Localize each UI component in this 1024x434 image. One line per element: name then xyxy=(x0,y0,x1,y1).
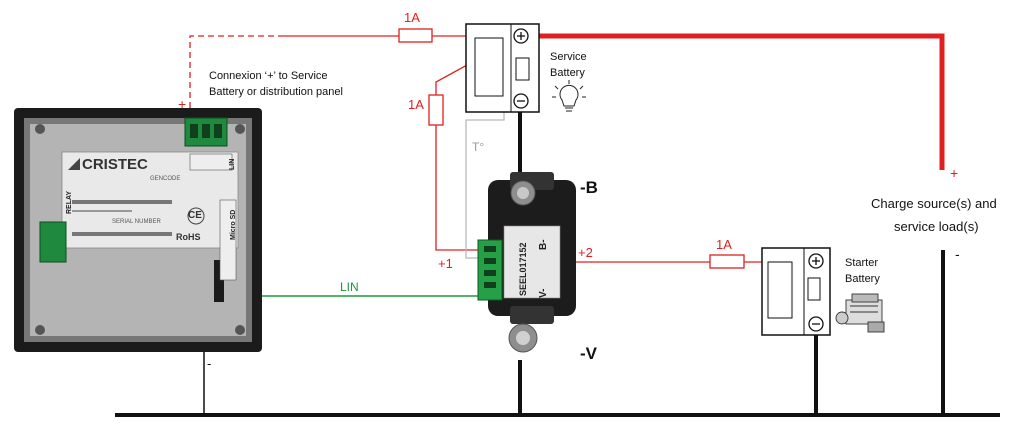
device-brand: CRISTEC xyxy=(82,156,148,173)
device-serial: SERIAL NUMBER xyxy=(112,219,161,225)
panel-positive-dashed-wire xyxy=(189,35,280,128)
fuse-left-label: 1A xyxy=(408,97,424,112)
charge-plus-sign: + xyxy=(950,165,959,181)
cristec-device xyxy=(14,108,262,352)
fuse-starter xyxy=(709,254,745,269)
device-lin: LIN xyxy=(229,158,236,170)
plus-one-wire-lower xyxy=(435,124,490,251)
shunt-device xyxy=(477,172,576,353)
shunt-model: SEEL017152 xyxy=(518,242,528,296)
service-battery-label-line2: Battery xyxy=(550,67,585,79)
plus-one-label: +1 xyxy=(438,256,453,271)
fuse-starter-label: 1A xyxy=(716,237,732,252)
charge-label-line1: Charge source(s) and xyxy=(871,196,997,211)
connexion-label-line2: Battery or distribution panel xyxy=(209,86,343,98)
service-battery-label-line1: Service xyxy=(550,51,587,63)
panel-plus-sign: + xyxy=(178,96,187,112)
engine-icon xyxy=(835,293,885,333)
charge-minus-sign: - xyxy=(955,246,960,262)
shunt-minus-v: V- xyxy=(538,288,549,298)
lin-label: LIN xyxy=(340,280,359,294)
light-bulb-icon xyxy=(552,80,586,112)
shunt-minus-b: B- xyxy=(538,239,549,250)
plus-two-label: +2 xyxy=(578,245,593,260)
service-battery xyxy=(465,23,540,113)
device-ce: CE xyxy=(188,210,202,221)
panel-minus-sign: - xyxy=(207,356,212,371)
fuse-top xyxy=(398,28,433,43)
device-gencode: GENCODE xyxy=(150,176,181,182)
terminal-b-label: -B xyxy=(580,178,598,197)
fuse-left xyxy=(428,94,444,126)
starter-battery-label-line2: Battery xyxy=(845,273,880,285)
device-rohs: RoHS xyxy=(176,232,201,242)
fuse-top-label: 1A xyxy=(404,10,420,25)
device-relay: RELAY xyxy=(66,190,73,214)
temp-label: T° xyxy=(472,140,485,154)
connexion-label-line1: Connexion ‘+’ to Service xyxy=(209,70,328,82)
starter-battery xyxy=(761,247,831,336)
charge-positive-wire xyxy=(520,33,945,170)
starter-battery-label-line1: Starter xyxy=(845,257,879,269)
terminal-v-label: -V xyxy=(580,344,597,363)
device-micro-sd: Micro SD xyxy=(230,209,237,240)
charge-label-line2: service load(s) xyxy=(894,219,979,234)
